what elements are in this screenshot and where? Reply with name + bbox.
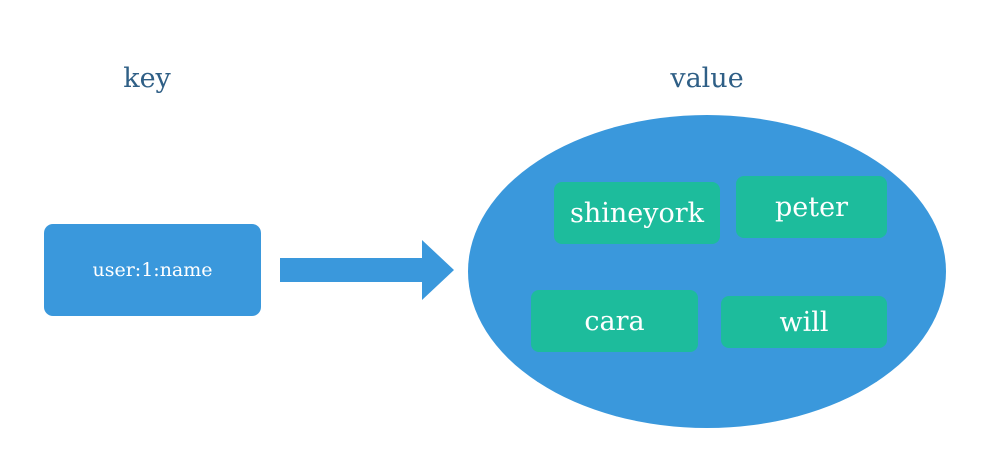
member-label: will [779,306,829,338]
right-arrow-icon [280,240,454,300]
member-label: peter [775,191,848,223]
set-member-will: will [721,296,887,348]
member-label: cara [584,305,645,337]
key-box: user:1:name [44,224,261,316]
value-heading: value [670,63,744,94]
member-label: shineyork [569,197,705,229]
value-set-ellipse [468,115,946,428]
set-member-shineyork: shineyork [554,182,720,244]
key-heading: key [123,63,171,94]
set-member-peter: peter [736,176,887,238]
set-member-cara: cara [531,290,698,352]
arrow-shape [280,240,454,300]
key-label: user:1:name [92,259,213,281]
